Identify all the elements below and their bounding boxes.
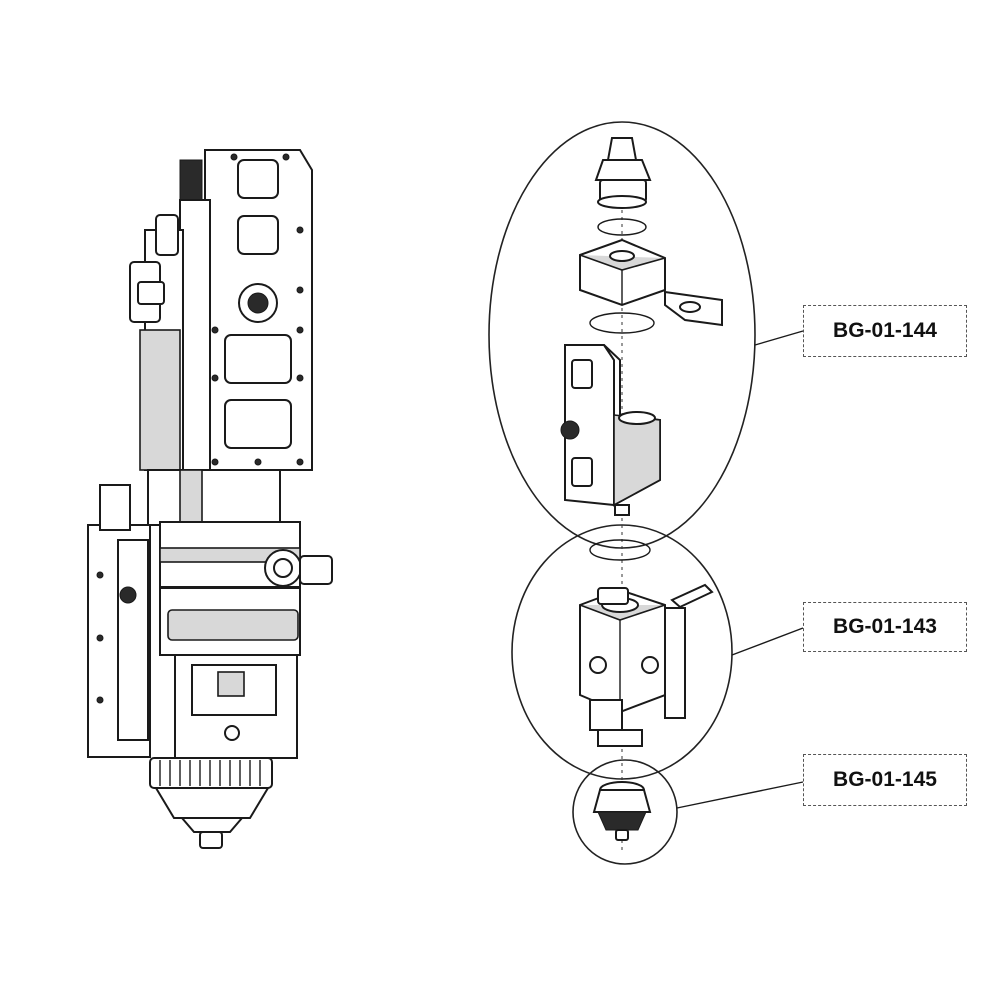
assembled-cutting-head [87,149,333,849]
part-label-bg-01-144: BG-01-144 [803,305,967,357]
part-label-bg-01-145: BG-01-145 [803,754,967,806]
group-outline-lower [572,759,678,865]
exploded-view [488,121,804,865]
part-label-bg-01-143: BG-01-143 [803,602,967,652]
